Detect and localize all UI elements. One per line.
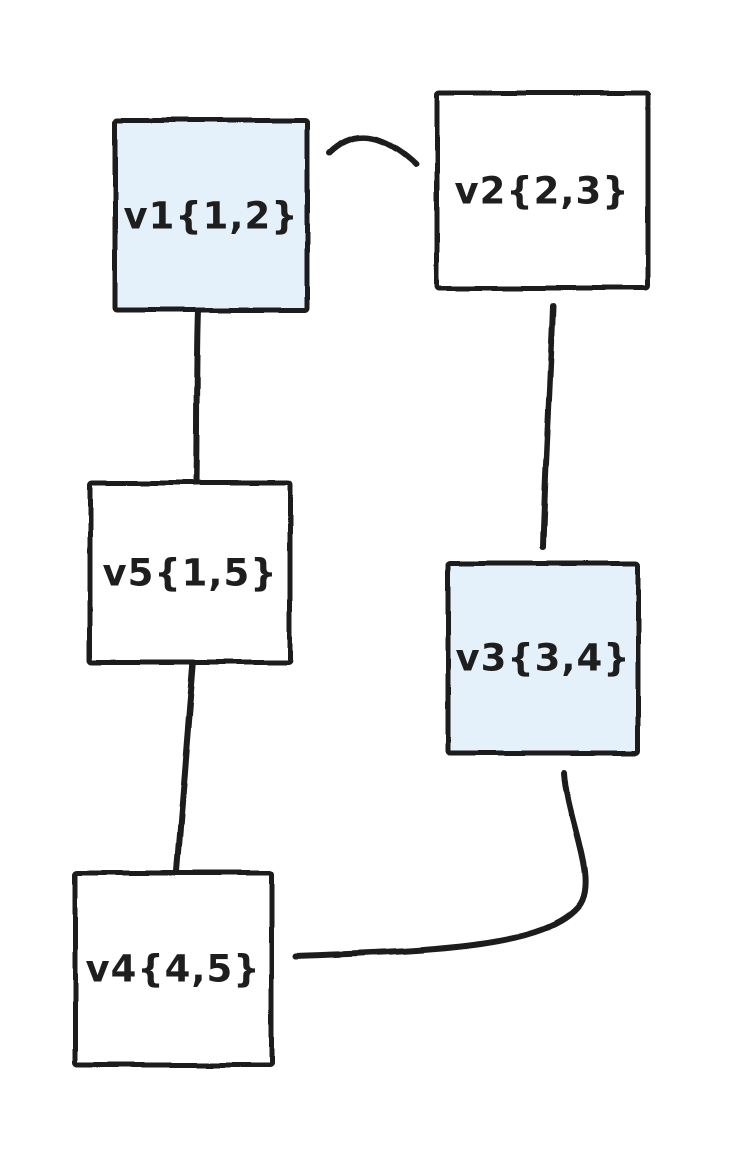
edge-v5-v4[interactable] xyxy=(174,657,197,874)
edge-v2-v3[interactable] xyxy=(540,303,556,550)
node-v4-label: v4{4,5} xyxy=(85,948,260,991)
node-v5[interactable]: v5{1,5} xyxy=(87,480,293,665)
node-v3-box[interactable] xyxy=(445,560,641,756)
node-v2-box[interactable] xyxy=(434,90,651,291)
node-v3[interactable]: v3{3,4} xyxy=(445,560,641,756)
node-v4[interactable]: v4{4,5} xyxy=(72,870,275,1068)
node-v2[interactable]: v2{2,3} xyxy=(434,90,651,291)
edge-v1-v2[interactable] xyxy=(326,134,419,167)
node-v1[interactable]: v1{1,2} xyxy=(112,117,310,313)
nodes-layer: v1{1,2} v2{2,3} v5{1,5} v3{3,4} v4{4,5} xyxy=(72,90,651,1068)
node-v2-label: v2{2,3} xyxy=(454,170,629,213)
node-v3-label: v3{3,4} xyxy=(455,637,630,680)
edge-v4-v3[interactable] xyxy=(293,769,589,959)
node-v5-label: v5{1,5} xyxy=(102,552,277,595)
node-v5-box[interactable] xyxy=(87,480,293,665)
node-v4-box[interactable] xyxy=(72,870,275,1068)
edge-v1-v5[interactable] xyxy=(193,307,201,484)
node-v1-box[interactable] xyxy=(112,117,310,313)
edges-layer xyxy=(174,134,589,959)
node-v1-label: v1{1,2} xyxy=(123,195,298,238)
